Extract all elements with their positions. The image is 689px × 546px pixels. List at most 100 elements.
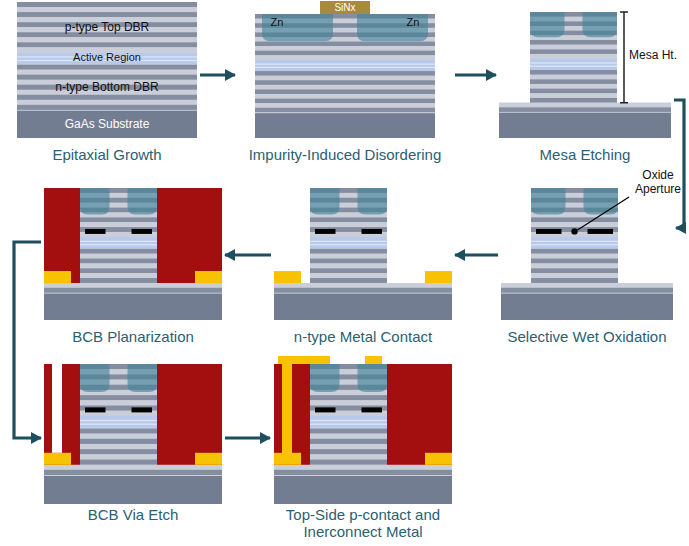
layer-label: n-type Bottom DBR: [22, 80, 192, 94]
dbr-layer: [255, 55, 435, 60]
n-contact-metal: [44, 453, 71, 465]
step-caption: Mesa Etching: [499, 146, 671, 163]
dbr-layer: [17, 100, 197, 105]
dbr-layer: [255, 46, 435, 51]
part-label: Oxide Aperture: [630, 168, 686, 196]
dbr-layer: [255, 94, 435, 99]
step-caption: n-type Metal Contact: [274, 328, 452, 345]
n-contact-metal: [425, 453, 452, 465]
step-caption: Impurity-Induced Disordering: [238, 146, 452, 163]
zn-diffusion-region: [531, 188, 566, 214]
layer-label: p-type Top DBR: [22, 20, 192, 34]
etched-region: [43, 363, 80, 465]
zn-diffusion-region: [357, 14, 428, 41]
mesa-height-bracket: [620, 102, 628, 104]
oxide-layer: [85, 407, 106, 412]
oxide-layer: [315, 229, 336, 234]
dbr-layer: [274, 465, 452, 470]
part-label: Zn: [398, 16, 428, 29]
oxide-layer: [362, 407, 383, 412]
gaas-substrate: [501, 294, 673, 320]
bcb-fill: [44, 188, 80, 283]
via-metal: [282, 356, 292, 453]
flow-arrow: [200, 73, 235, 76]
n-contact-metal: [274, 271, 301, 283]
wafer-cross-section: [43, 363, 223, 504]
dbr-layer: [44, 288, 222, 293]
part-label: Zn: [262, 16, 292, 29]
n-contact-metal: [195, 271, 222, 283]
oxide-layer: [536, 229, 562, 234]
gaas-substrate: [499, 113, 671, 138]
dbr-layer: [501, 288, 673, 293]
n-contact-metal: [195, 453, 222, 465]
process-step: Impurity-Induced Disordering: [238, 2, 452, 163]
bcb-fill: [157, 188, 222, 283]
dbr-layer: [255, 85, 435, 90]
dbr-layer: [501, 283, 673, 288]
etched-region: [157, 187, 223, 283]
zn-diffusion-region: [128, 188, 158, 214]
dbr-layer: [255, 99, 435, 104]
process-step: Mesa Etching: [499, 2, 671, 163]
step-caption: BCB Planarization: [44, 328, 222, 345]
flow-arrow: [674, 100, 684, 228]
bcb-fill: [44, 364, 80, 465]
dbr-layer: [499, 103, 671, 108]
dbr-layer: [17, 7, 197, 12]
dbr-layer: [255, 42, 435, 47]
zn-diffusion-region: [80, 188, 110, 214]
dbr-layer: [17, 2, 197, 7]
oxide-layer: [132, 407, 153, 412]
gaas-substrate: [274, 294, 452, 320]
dbr-layer: [44, 465, 222, 470]
dbr-layer: [17, 65, 197, 70]
bcb-fill: [157, 364, 222, 465]
step-caption: Selective Wet Oxidation: [501, 328, 673, 345]
step-caption: Top-Side p-contact and Inerconnect Metal: [273, 506, 453, 540]
zn-diffusion-region: [358, 188, 388, 214]
bcb-via: [52, 364, 62, 453]
mesa-height-bracket: [620, 11, 628, 13]
zn-diffusion-region: [584, 188, 619, 214]
mesa-height-bracket: [623, 12, 625, 103]
dbr-layer: [274, 470, 452, 475]
flow-arrow: [225, 253, 271, 256]
gaas-substrate: [44, 476, 222, 504]
oxide-layer: [362, 229, 383, 234]
zn-diffusion-region: [310, 364, 340, 392]
wafer-cross-section: [500, 187, 674, 320]
oxide-layer: [588, 229, 614, 234]
zn-diffusion-region: [262, 14, 333, 41]
process-step: BCB Planarization: [44, 188, 222, 345]
quantum-well: [255, 64, 435, 65]
dbr-layer: [255, 51, 435, 56]
dbr-layer: [17, 70, 197, 75]
wafer-cross-section: [17, 2, 197, 138]
etched-region: [500, 187, 531, 283]
etched-region: [387, 187, 453, 283]
etched-region: [43, 187, 80, 283]
dbr-layer: [17, 95, 197, 100]
process-step: BCB Via Etch: [44, 356, 222, 523]
flow-arrow: [14, 242, 41, 438]
zn-diffusion-region: [358, 364, 388, 392]
wafer-cross-section: [273, 187, 453, 320]
dbr-layer: [44, 283, 222, 288]
oxide-layer: [315, 407, 336, 412]
etched-region: [498, 11, 530, 103]
flow-arrow: [225, 436, 270, 439]
wafer-cross-section: [498, 11, 672, 138]
sinx-mask: [320, 1, 370, 14]
process-step: n-type Metal Contact: [274, 188, 452, 345]
bcb-fill: [387, 364, 452, 465]
interconnect-metal: [278, 356, 330, 364]
layer-label: Active Region: [22, 51, 192, 64]
active-region: [255, 60, 435, 71]
zn-diffusion-region: [530, 12, 565, 37]
dbr-layer: [44, 470, 222, 475]
dbr-layer: [255, 108, 435, 113]
zn-diffusion-region: [583, 12, 618, 37]
process-step: Selective Wet Oxidation: [501, 188, 673, 345]
dbr-layer: [499, 107, 671, 112]
